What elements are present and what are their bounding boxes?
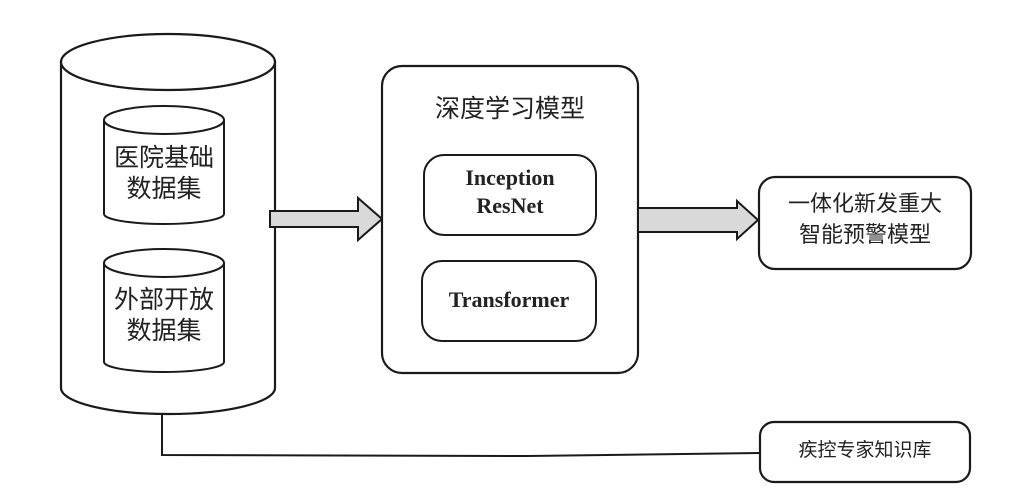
- external-dataset-label: 外部开放 数据集: [104, 284, 224, 347]
- output-model-label: 一体化新发重大 智能预警模型: [759, 189, 971, 251]
- connector-line-knowledge-base: [161, 414, 761, 458]
- knowledge-base-label: 疾控专家知识库: [798, 439, 932, 461]
- transformer-box: [421, 260, 597, 342]
- inception-resnet-box: [423, 154, 597, 236]
- output-model-line1: 一体化新发重大: [787, 192, 942, 217]
- deep-learning-title: 深度学习模型: [434, 94, 585, 123]
- arrow-data-to-model: [269, 195, 384, 243]
- hospital-dataset-cylinder: [103, 105, 225, 225]
- output-model-line2: 智能预警模型: [798, 223, 931, 248]
- hospital-dataset-line2: 数据集: [126, 174, 202, 204]
- inception-resnet-label: Inception ResNet: [424, 164, 596, 220]
- output-model-box: [757, 175, 973, 271]
- arrow-model-to-output: [637, 198, 760, 242]
- hospital-dataset-label: 医院基础 数据集: [104, 142, 224, 205]
- inception-resnet-line1: Inception: [465, 165, 555, 190]
- external-dataset-cylinder: [103, 248, 225, 373]
- hospital-dataset-line1: 医院基础: [113, 143, 214, 172]
- inception-resnet-line2: ResNet: [476, 193, 544, 218]
- knowledge-base-box: [758, 420, 972, 484]
- external-dataset-line2: 数据集: [126, 316, 202, 346]
- transformer-label: Transformer: [448, 287, 570, 312]
- external-dataset-line1: 外部开放: [113, 285, 214, 314]
